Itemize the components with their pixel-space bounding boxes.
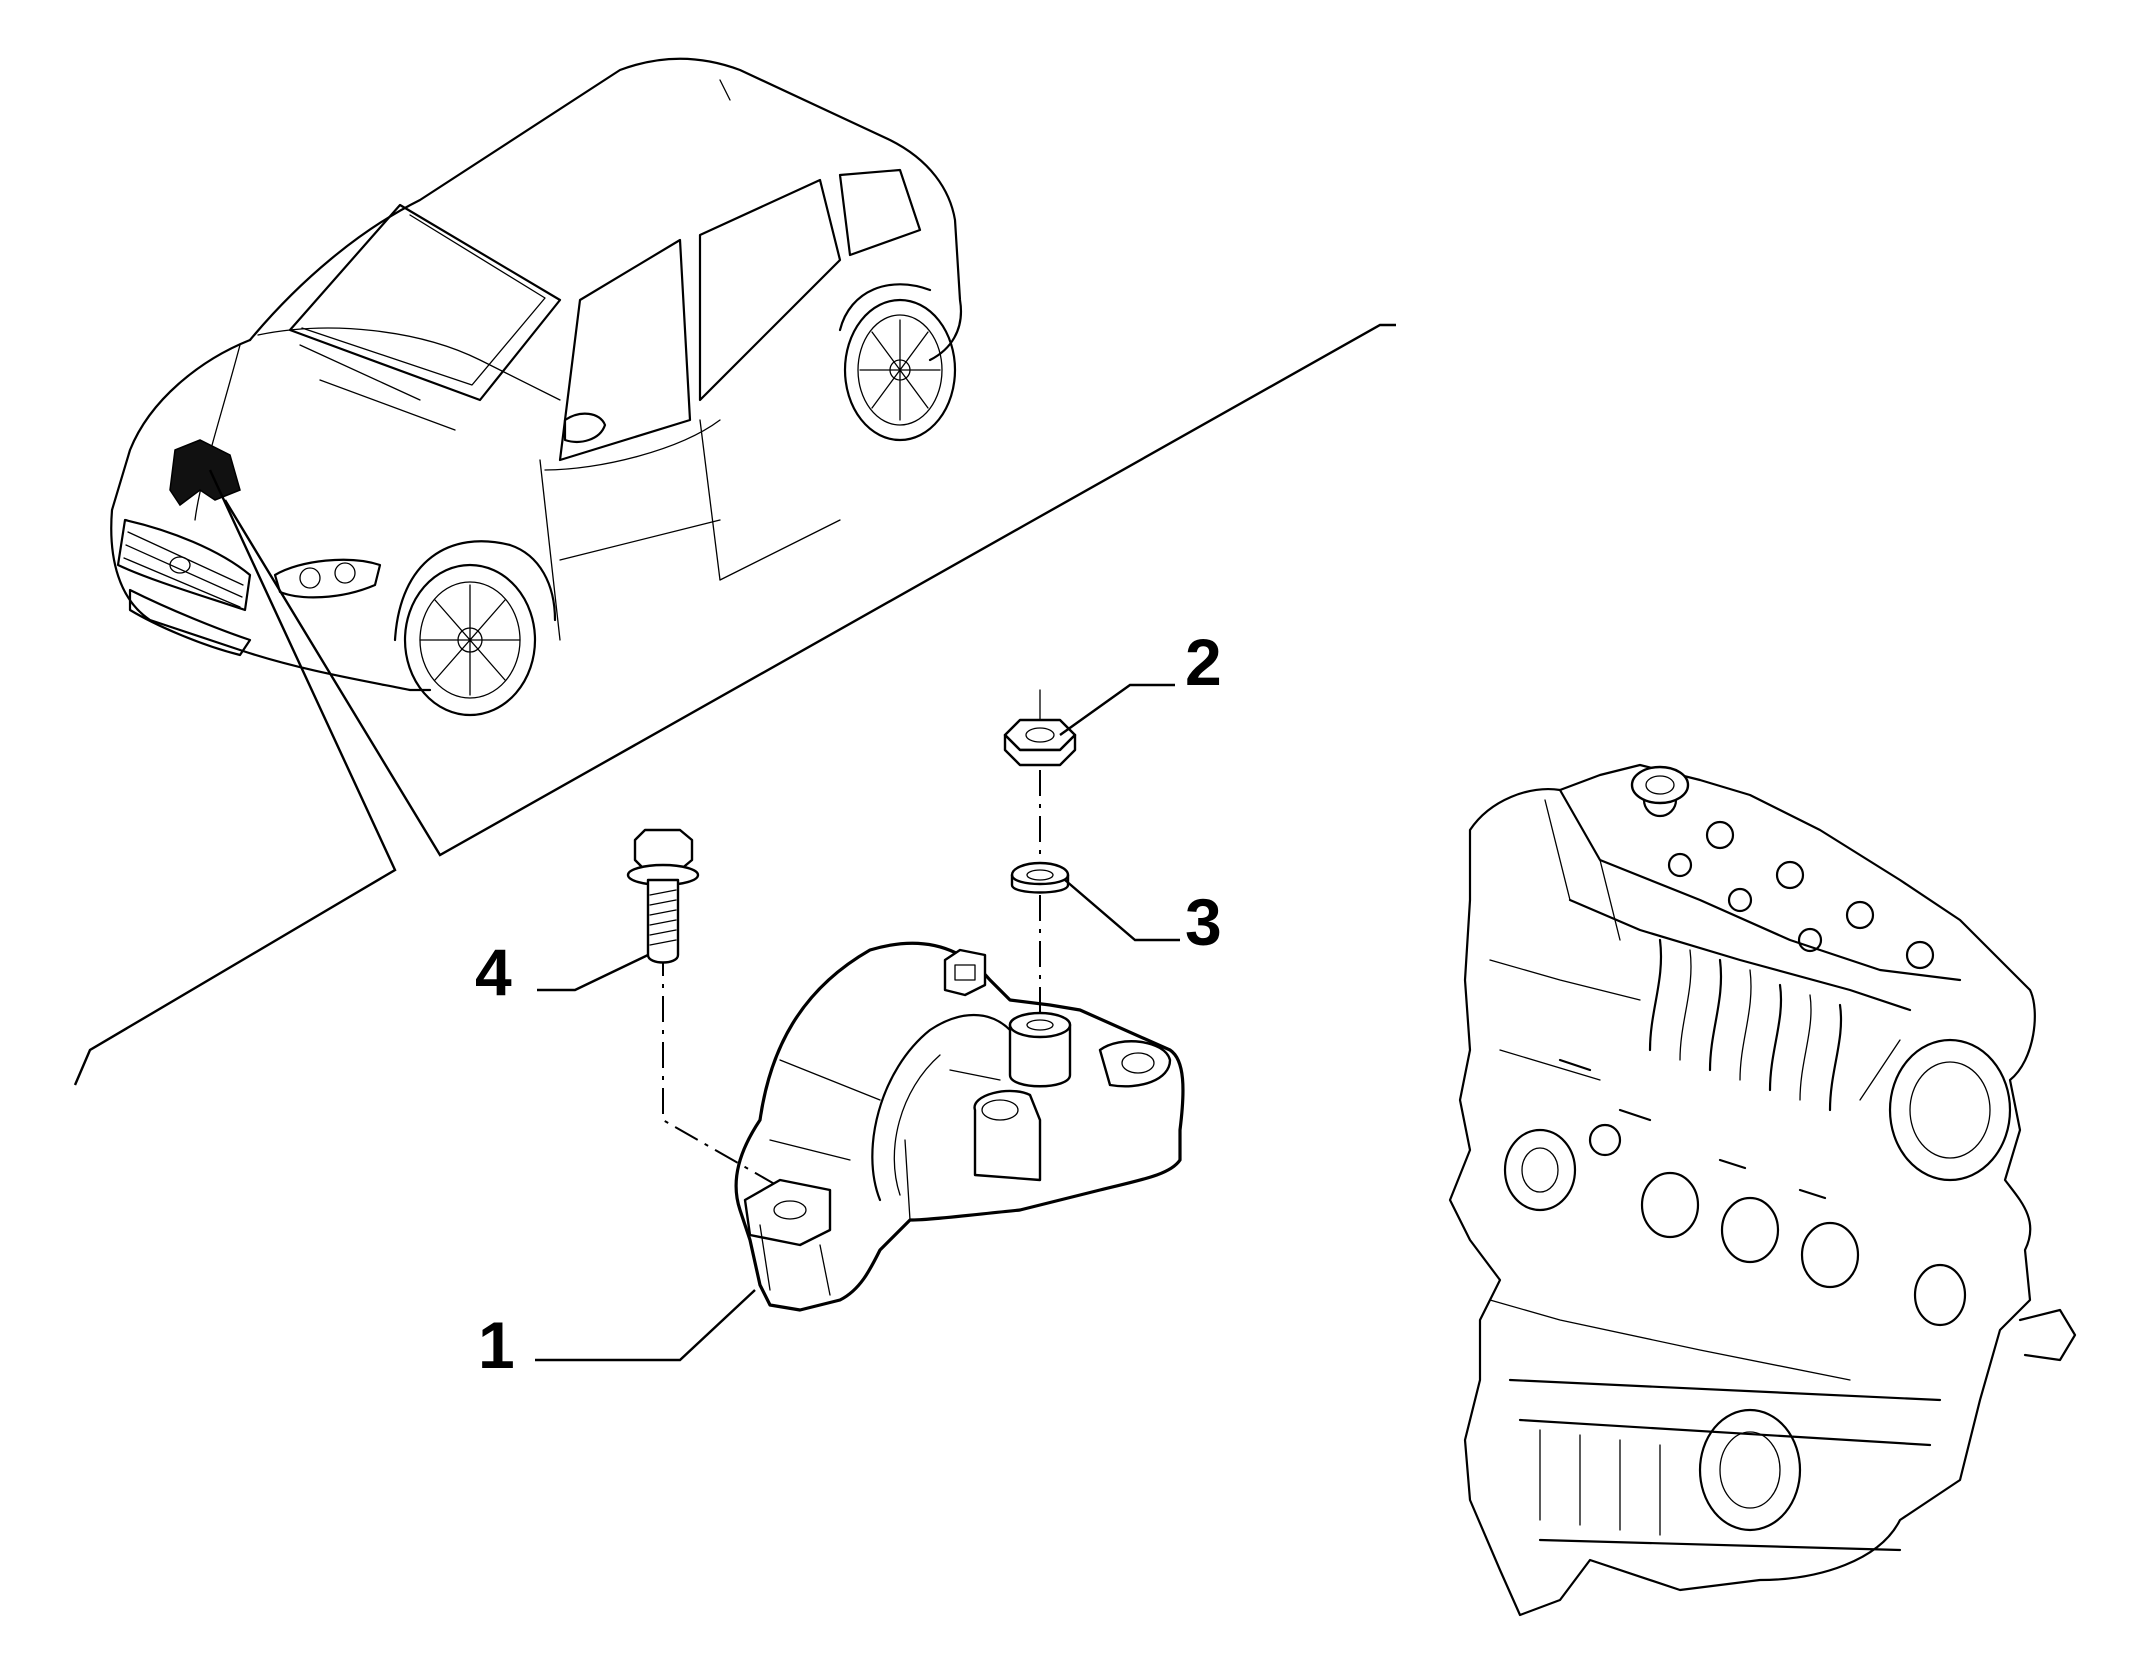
callout-2: 2 — [1185, 625, 1222, 699]
engine-block-icon — [1448, 763, 2077, 1617]
zoom-guide-lines — [73, 323, 1396, 1086]
leader-4 — [537, 953, 649, 992]
car-silhouette-icon — [110, 57, 963, 717]
callout-4: 4 — [475, 935, 512, 1009]
leader-2 — [1059, 683, 1175, 736]
washer-icon — [1010, 861, 1070, 894]
flange-bolt-icon — [626, 828, 700, 964]
leader-3 — [1064, 879, 1180, 942]
callout-leaders — [535, 683, 1180, 1362]
leader-1 — [535, 1289, 756, 1362]
engine-mount-bracket-icon — [734, 941, 1185, 1312]
hex-nut-icon — [1003, 689, 1077, 767]
bolt-axis-line — [662, 950, 786, 1191]
callout-3: 3 — [1185, 885, 1222, 959]
callout-1: 1 — [478, 1308, 515, 1382]
